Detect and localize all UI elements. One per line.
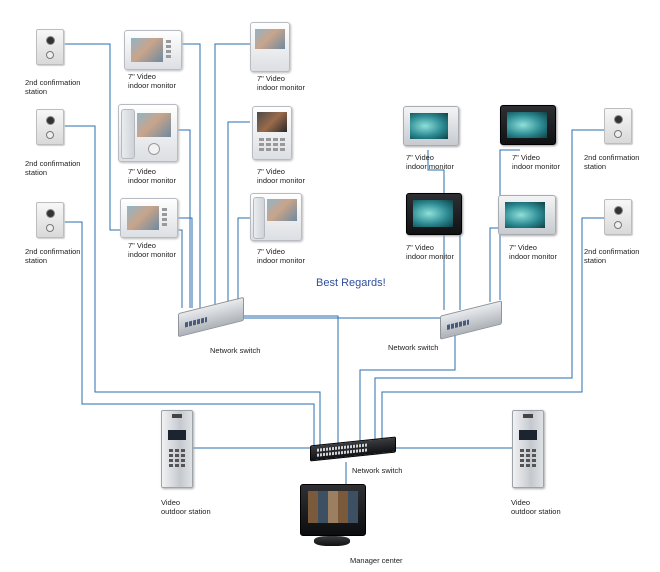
indoor-monitor-label: 7" Video indoor monitor: [509, 243, 557, 261]
indoor-monitor-label: 7" Video indoor monitor: [257, 247, 305, 265]
wire: [237, 217, 250, 308]
indoor-monitor: [403, 106, 459, 146]
wire: [374, 129, 604, 448]
outdoor-station-label: Video outdoor station: [511, 498, 561, 516]
confirmation-station-label: 2nd confirmation station: [25, 159, 81, 177]
confirmation-station-label: 2nd confirmation station: [584, 247, 640, 265]
confirmation-station: [604, 199, 632, 235]
wire: [427, 150, 445, 310]
wire: [176, 129, 191, 308]
wire: [180, 43, 201, 308]
network-switch-label: Network switch: [388, 343, 439, 352]
outdoor-station: [512, 410, 544, 488]
wire: [359, 325, 456, 448]
outdoor-station: [161, 410, 193, 488]
network-switch-label: Network switch: [210, 346, 261, 355]
indoor-monitor: [120, 198, 178, 238]
indoor-monitor: [250, 22, 290, 72]
confirmation-station: [36, 109, 64, 145]
manager-center-stand: [314, 536, 350, 546]
wire: [240, 315, 339, 448]
wire: [214, 43, 250, 308]
confirmation-station-label: 2nd confirmation station: [25, 78, 81, 96]
indoor-monitor: [124, 30, 182, 70]
outdoor-station-label: Video outdoor station: [161, 498, 211, 516]
indoor-monitor: [498, 195, 556, 235]
confirmation-station: [36, 202, 64, 238]
wire: [62, 221, 315, 448]
indoor-monitor-label: 7" Video indoor monitor: [128, 72, 176, 90]
greeting-text: Best Regards!: [316, 277, 386, 289]
indoor-monitor: [500, 105, 556, 145]
indoor-monitor-label: 7" Video indoor monitor: [406, 153, 454, 171]
indoor-monitor-label: 7" Video indoor monitor: [128, 167, 176, 185]
indoor-monitor-label: 7" Video indoor monitor: [257, 167, 305, 185]
indoor-monitor: [406, 193, 462, 235]
wire: [227, 121, 250, 308]
indoor-monitor: [252, 106, 292, 160]
wire: [489, 227, 500, 302]
wire: [62, 43, 183, 308]
indoor-monitor-label: 7" Video indoor monitor: [128, 241, 176, 259]
confirmation-station: [36, 29, 64, 65]
manager-center-monitor: [300, 484, 366, 536]
network-switch-label: Network switch: [352, 466, 403, 475]
confirmation-station: [604, 108, 632, 144]
indoor-monitor-label: 7" Video indoor monitor: [512, 153, 560, 171]
wire: [176, 217, 193, 308]
manager-center-label: Manager center: [350, 556, 403, 565]
indoor-monitor: [250, 193, 302, 241]
wire: [62, 125, 321, 448]
indoor-monitor-label: 7" Video indoor monitor: [257, 74, 305, 92]
indoor-monitor-label: 7" Video indoor monitor: [406, 243, 454, 261]
wire: [381, 217, 604, 448]
wire: [499, 149, 520, 300]
indoor-monitor: [118, 104, 178, 162]
confirmation-station-label: 2nd confirmation station: [584, 153, 640, 171]
confirmation-station-label: 2nd confirmation station: [25, 247, 81, 265]
